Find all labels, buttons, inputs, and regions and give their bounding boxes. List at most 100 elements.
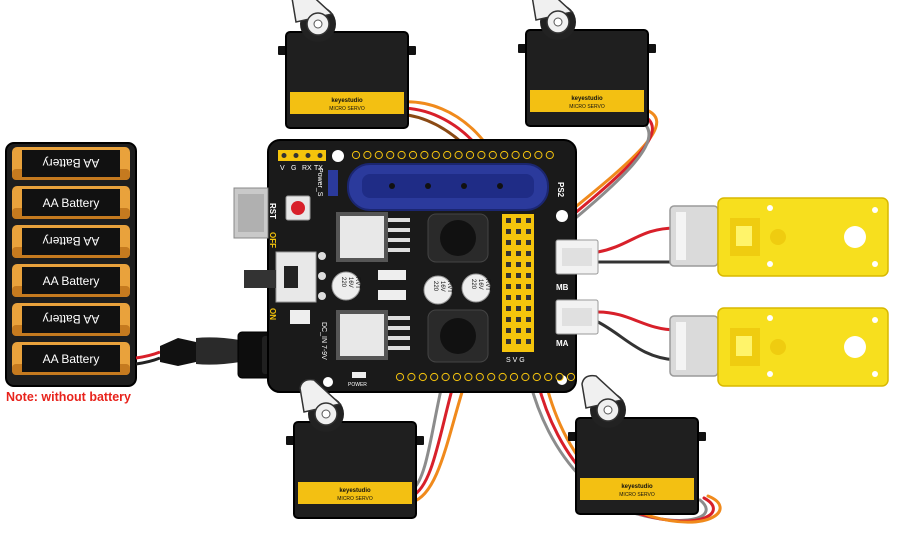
battery-cell: AA Battery [12, 264, 130, 297]
pin [545, 150, 554, 160]
servo-bottom-right: keyestudio MICRO SERVO [567, 374, 707, 515]
pin [441, 372, 450, 382]
servo-header-pin [526, 295, 531, 300]
servo-header-pin [526, 218, 531, 223]
pin [430, 372, 439, 382]
battery-cell: AA Battery [12, 186, 130, 219]
pin [351, 150, 361, 160]
pin [555, 372, 564, 382]
pin [363, 150, 372, 160]
battery-cell: AA Battery [12, 225, 130, 258]
servo-header-pin [516, 251, 521, 256]
servo-header-pin [506, 328, 511, 333]
servo-header-pin [506, 273, 511, 278]
svg-text:16V: 16V [439, 281, 445, 292]
off-label: OFF [268, 232, 277, 248]
servo-header-pin [516, 306, 521, 311]
pin [397, 150, 406, 160]
servo-header-pin [516, 262, 521, 267]
servo-header-pin [506, 284, 511, 289]
pin [465, 150, 475, 160]
svg-label: S V G [506, 357, 525, 364]
pin [443, 150, 452, 160]
battery-cells: AA Battery AA Battery AA Battery AA Battery… [12, 147, 130, 375]
svg-text:RVT: RVT [484, 279, 490, 291]
pin [389, 183, 395, 189]
capacitor-1: 220 16V RVT [331, 271, 361, 301]
ps2-label: PS2 [556, 182, 565, 198]
servo-header-pin [526, 339, 531, 344]
pin [452, 372, 462, 382]
power-s-label: Power_S [316, 168, 323, 197]
pin [408, 150, 418, 160]
servo-header-pin [526, 317, 531, 322]
svg-text:RVT: RVT [354, 277, 360, 289]
battery-cell: AA Battery [12, 342, 130, 375]
servo-header-pin [516, 240, 521, 245]
pin [386, 150, 395, 160]
servo-bottom-left: keyestudio MICRO SERVO [285, 378, 425, 519]
rst-label: RST [268, 203, 277, 219]
pin [293, 153, 299, 158]
pin [534, 150, 543, 160]
pin [477, 150, 486, 160]
dc-motor-top [669, 197, 889, 277]
servo-brand: keyestudio [331, 98, 363, 104]
pin [488, 150, 497, 160]
servo-header-pin [506, 262, 511, 267]
power-switch[interactable] [244, 251, 317, 303]
pin [454, 150, 463, 160]
pin [464, 372, 473, 382]
svg-text:220: 220 [432, 281, 438, 292]
pin [544, 372, 553, 382]
ps2-socket [347, 163, 549, 211]
servo-header-pin [516, 218, 521, 223]
servo-brand: keyestudio [339, 488, 371, 494]
servo-header-pin [526, 328, 531, 333]
motor-port-a [555, 299, 599, 335]
servo-model: MICRO SERVO [329, 106, 365, 112]
battery-note: Note: without battery [6, 390, 131, 404]
voltage-regulator-bottom [336, 310, 410, 360]
battery-cell-label: AA Battery [43, 352, 100, 366]
header-pin-label-tx: TX [314, 165, 323, 172]
servo-header-pin [516, 339, 521, 344]
servo-header-pin [516, 273, 521, 278]
servo-header-pin [516, 229, 521, 234]
servo-header-pin [526, 251, 531, 256]
svg-text:220: 220 [470, 279, 476, 290]
servo-top-left: keyestudio MICRO SERVO [277, 0, 417, 129]
battery-cell-label: AA Battery [43, 156, 100, 170]
pin [497, 183, 503, 189]
pin [475, 372, 484, 382]
battery-pack: AA Battery AA Battery AA Battery AA Battery… [5, 142, 137, 387]
pin [511, 150, 520, 160]
pin [305, 153, 311, 158]
dc-in-label: DC_IN 7-9V [320, 322, 327, 360]
servo-header [502, 214, 534, 352]
servo-brand: keyestudio [571, 96, 603, 102]
servo-brand: keyestudio [621, 484, 653, 490]
pin [407, 372, 416, 382]
servo-header-pin [526, 262, 531, 267]
header-pin-label-g: G [291, 165, 296, 172]
pin [500, 150, 509, 160]
motor-port-b [555, 239, 599, 275]
servo-header-pin [526, 240, 531, 245]
servo-header-pin [506, 317, 511, 322]
capacitor-2: 220 16V RVT [423, 275, 453, 305]
servo-top-right: keyestudio MICRO SERVO [517, 0, 657, 127]
servo-header-pin [526, 306, 531, 311]
power-led-label: POWER [348, 382, 367, 388]
battery-cell-label: AA Battery [43, 196, 100, 210]
svg-text:16V: 16V [477, 279, 483, 290]
servo-header-pin [516, 284, 521, 289]
battery-cell-label: AA Battery [43, 274, 100, 288]
reset-button[interactable] [285, 195, 311, 221]
servo-header-pin [516, 295, 521, 300]
on-label: ON [268, 308, 277, 320]
capacitor-3: 220 16V RVT [461, 273, 491, 303]
servo-model: MICRO SERVO [569, 104, 605, 110]
motor-port-a-label: MA [556, 339, 569, 348]
